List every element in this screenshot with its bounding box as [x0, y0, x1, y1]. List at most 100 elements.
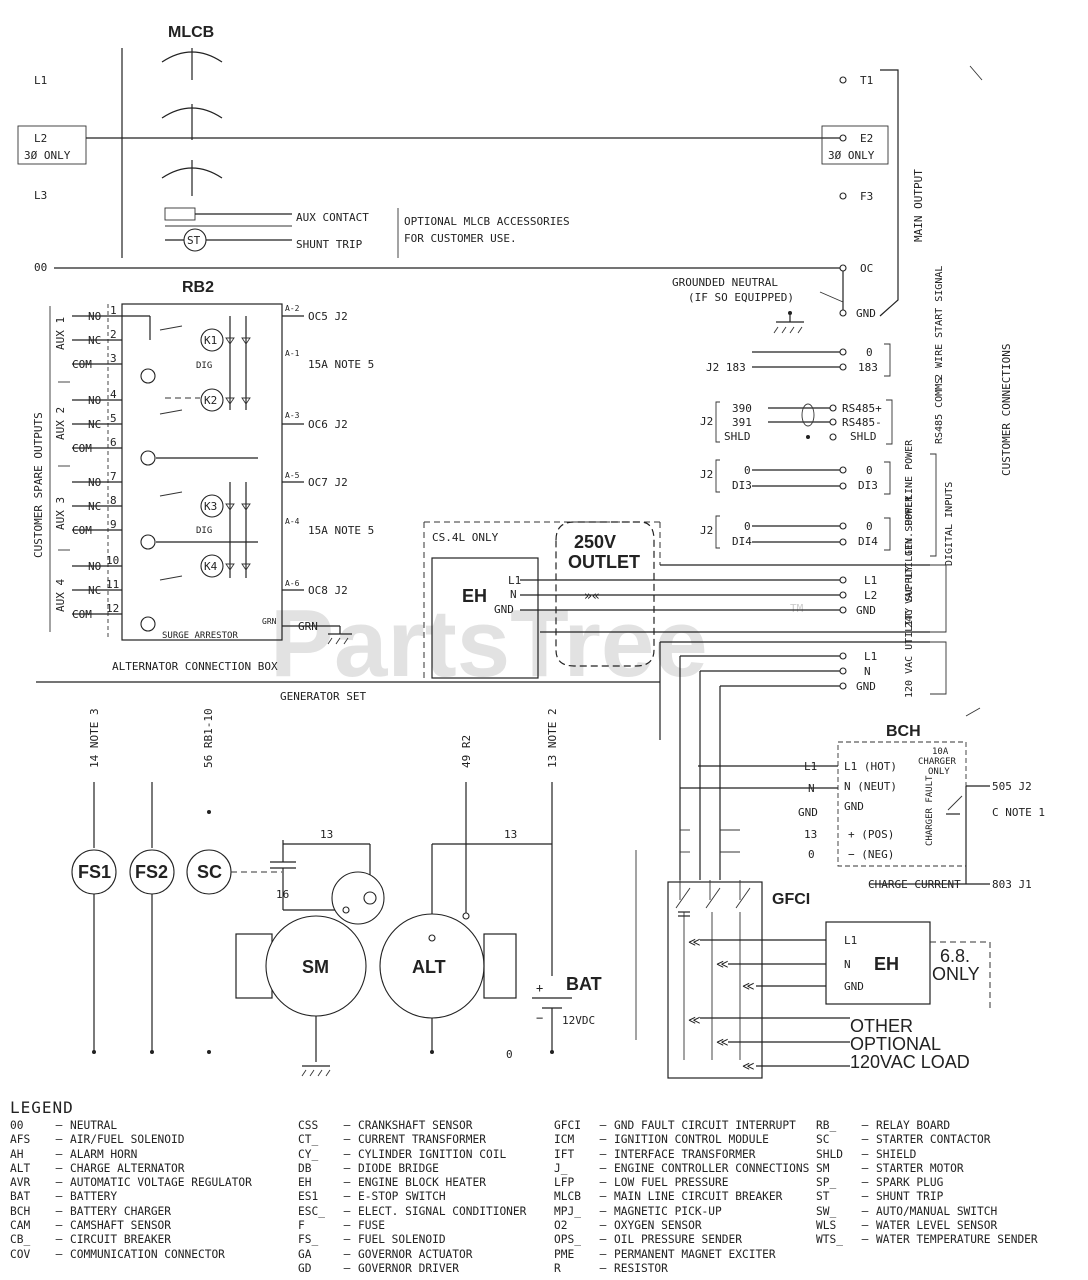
g-n: N	[844, 958, 851, 971]
legend-abbreviation: CY_	[298, 1147, 319, 1161]
aux4-label: AUX 4	[54, 579, 67, 612]
other-load-1: OTHER	[850, 1016, 913, 1036]
legend-dash: –	[861, 1133, 869, 1147]
rs485-j2-label: J2	[700, 415, 713, 428]
svg-text:3: 3	[110, 352, 117, 365]
u24-l2: L2	[864, 589, 877, 602]
legend-entry: FS_–FUEL SOLENOID	[298, 1233, 554, 1247]
legend-entry: SW_–AUTO/MANUAL SWITCH	[816, 1205, 1076, 1219]
legend-entry: CY_–CYLINDER IGNITION COIL	[298, 1148, 554, 1162]
mlcb-breaker-contacts	[161, 48, 223, 196]
u120-l1: L1	[864, 650, 877, 663]
legend-entry: O2–OXYGEN SENSOR	[554, 1219, 816, 1233]
legend-description: NEUTRAL	[70, 1119, 118, 1132]
legend-description: E-STOP SWITCH	[358, 1190, 446, 1204]
wire-13-label: 13	[804, 828, 817, 841]
legend-abbreviation: BCH	[10, 1204, 31, 1218]
legend-abbreviation: ESC_	[298, 1204, 325, 1218]
svg-text:6: 6	[110, 436, 117, 449]
legend-entry: J_–ENGINE CONTROLLER CONNECTIONS	[554, 1162, 816, 1176]
legend-dash: –	[343, 1176, 351, 1190]
legend-description: DIODE BRIDGE	[358, 1161, 439, 1175]
outlet-label-2: OUTLET	[568, 552, 640, 572]
legend-entry: AH–ALARM HORN	[10, 1148, 298, 1162]
alternator-alt: ALT	[379, 912, 517, 1052]
legend-entry: ALT–CHARGE ALTERNATOR	[10, 1162, 298, 1176]
legend-abbreviation: AVR	[10, 1176, 31, 1190]
legend-entry: MLCB–MAIN LINE CIRCUIT BREAKER	[554, 1190, 816, 1204]
utility-24-label: 24C VAC UTILITY SUPPLY	[904, 496, 915, 628]
eh-label: EH	[462, 586, 487, 606]
legend-dash: –	[343, 1190, 351, 1204]
twisted-pair	[801, 403, 815, 427]
legend-dash: –	[55, 1133, 63, 1147]
svg-text:≪: ≪	[716, 1035, 729, 1049]
aux1-label: AUX 1	[54, 317, 67, 350]
relay-k3: K3	[159, 491, 224, 518]
st-label: ST	[187, 234, 201, 247]
g-gnd: GND	[844, 980, 864, 993]
only-68-1: 6.8.	[940, 946, 970, 966]
rs485-plus-label: RS485+	[842, 402, 882, 415]
legend-entry: ES1–E-STOP SWITCH	[298, 1190, 554, 1204]
legend-entry: GA–GOVERNOR ACTUATOR	[298, 1248, 554, 1262]
ground-symbol-rb2	[327, 626, 352, 645]
di3-right: DI3	[858, 479, 878, 492]
legend-abbreviation: AH	[10, 1147, 24, 1161]
legend-description: MAIN LINE CIRCUIT BREAKER	[614, 1190, 783, 1204]
wire-n-label: N	[808, 782, 815, 795]
svg-text:K1: K1	[204, 334, 217, 347]
fuel-solenoid-fs1: FS1	[71, 849, 117, 895]
legend-entry: COV–COMMUNICATION CONNECTOR	[10, 1248, 298, 1262]
legend-entry: MPJ_–MAGNETIC PICK-UP	[554, 1205, 816, 1219]
legend-abbreviation: LFP	[554, 1176, 575, 1190]
l3-label: L3	[34, 189, 47, 202]
n0-label: 0	[506, 1048, 513, 1061]
legend-abbreviation: SP_	[816, 1176, 837, 1190]
svg-text:K2: K2	[204, 394, 217, 407]
svg-text:K4: K4	[204, 560, 218, 573]
di3-j2-label: J2	[700, 468, 713, 481]
legend-abbreviation: O2	[554, 1219, 568, 1233]
legend-entry: CAM–CAMSHAFT SENSOR	[10, 1219, 298, 1233]
legend-description: GND FAULT CIRCUIT INTERRUPT	[614, 1119, 796, 1132]
bch-title: BCH	[886, 723, 921, 740]
starter-motor-sm: SM	[235, 915, 367, 1062]
note5-label-1: 15A NOTE 5	[308, 358, 374, 371]
legend-dash: –	[343, 1204, 351, 1218]
note1-label: C NOTE 1	[992, 806, 1045, 819]
legend-dash: –	[599, 1133, 607, 1147]
aux-contact-box	[164, 207, 196, 221]
legend-description: CIRCUIT BREAKER	[70, 1233, 172, 1247]
legend-dash: –	[55, 1119, 63, 1132]
legend-description: AUTO/MANUAL SWITCH	[876, 1204, 998, 1218]
ground-symbol-sm	[301, 1065, 331, 1077]
n391-label: 391	[732, 416, 752, 429]
svg-text:2: 2	[110, 328, 117, 341]
g-l1: L1	[844, 934, 857, 947]
legend-title: LEGEND	[10, 1098, 74, 1117]
digital-inputs-label: DIGITAL INPUTS	[944, 482, 955, 566]
legend-entry: GD–GOVERNOR DRIVER	[298, 1262, 554, 1276]
aux-terminal-rows: NO 1 NC 2 COM 3 NO 4 NC 5 COM 6 NO 7 NC …	[72, 304, 122, 621]
legend-description: PERMANENT MAGNET EXCITER	[614, 1247, 776, 1261]
legend-entry: 00 –NEUTRAL	[10, 1119, 298, 1133]
utility-120-label: 120 VAC UTILITY SUPPLY	[904, 566, 915, 698]
note5-label-2: 15A NOTE 5	[308, 524, 374, 537]
gfci-chevrons: ≪	[688, 935, 701, 949]
fuel-solenoid-fs2: FS2	[129, 849, 175, 895]
legend-abbreviation: GFCI	[554, 1119, 581, 1132]
svg-text:+: +	[536, 981, 543, 995]
legend-entry: PME–PERMANENT MAGNET EXCITER	[554, 1248, 816, 1262]
svg-text:FS2: FS2	[135, 862, 168, 882]
charger-only-2: CHARGER	[918, 757, 957, 767]
surge-arrestors	[140, 368, 156, 632]
legend-abbreviation: 00	[10, 1119, 24, 1132]
legend-abbreviation: F	[298, 1219, 305, 1233]
legend-entry: CT_–CURRENT TRANSFORMER	[298, 1133, 554, 1147]
legend-dash: –	[55, 1176, 63, 1190]
legend-dash: –	[343, 1161, 351, 1175]
svg-text:8: 8	[110, 494, 117, 507]
other-load-3: 120VAC LOAD	[850, 1052, 970, 1072]
